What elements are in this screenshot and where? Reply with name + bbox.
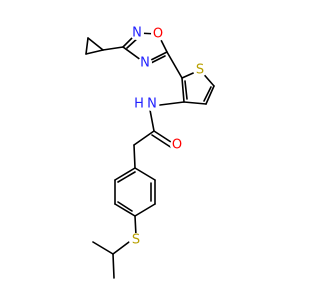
bond-carbonyl-oxygen-double [151,134,173,149]
bond-sulfur-isopropyl [112,241,130,255]
atom-n-oxadiazole-bottom: N [138,56,152,71]
atom-label: N [147,97,157,112]
molecule-structure: N O N S N H O S [85,26,215,279]
atom-label: O [153,27,163,42]
bond-nitrogen-carbonyl [149,109,155,132]
atom-s-thioether: S [129,233,143,248]
atom-s-thiophene: S [193,63,207,78]
atom-label: N [132,26,142,41]
bond-phenyl-sulfur [134,215,137,237]
bond-isopropyl-methyl-2 [112,253,115,279]
thiophene-ring [181,69,215,105]
cyclopropyl-ring [85,37,104,55]
benzene-ring [114,167,156,217]
bond-oxadiazole-thiophene [166,51,183,79]
bond-ch2-phenyl [133,144,136,169]
bond-carbonyl-ch2 [133,130,155,146]
atom-n-amide: N [145,97,159,112]
atom-label: H [134,97,144,112]
bond-isopropyl-methyl-1 [92,241,114,255]
atom-label: N [140,56,150,71]
atom-label: S [132,233,140,248]
bond-cyclopropyl-oxadiazole [102,46,124,51]
bond-thiophene-nitrogen [159,101,185,106]
atom-h-amide: H [133,97,145,112]
atom-label: S [196,63,204,78]
atom-o-oxadiazole: O [151,27,165,42]
bond-carbonyl-oxygen [153,130,175,145]
atom-n-oxadiazole-top: N [130,26,144,41]
atom-o-carbonyl: O [170,138,184,153]
atom-label: O [172,138,182,153]
